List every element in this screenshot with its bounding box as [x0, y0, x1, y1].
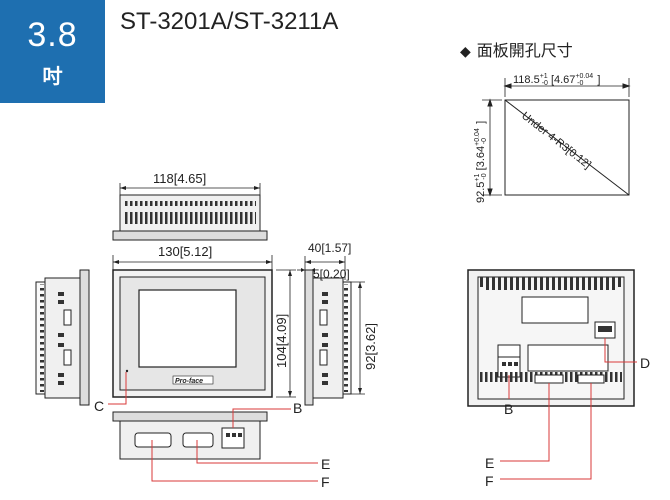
leader-e-rear: [500, 383, 550, 462]
leader-c-front: [108, 372, 127, 405]
leader-f-bottom: [151, 440, 318, 482]
status-led: [125, 369, 129, 373]
callout-b-rear: B: [504, 401, 513, 417]
front-height-label: 104[4.09]: [274, 314, 289, 368]
front-width-label: 130[5.12]: [158, 244, 212, 259]
bottom-bezel: [112, 411, 268, 422]
left-side-body: [44, 277, 81, 399]
rear-label-area: [521, 296, 589, 324]
top-view-bezel: [112, 230, 268, 241]
brand-logo: Pro-face: [175, 378, 203, 385]
top-width-label: 118[4.65]: [153, 171, 206, 186]
callout-f-rear: F: [485, 473, 494, 489]
corner-radius-note: Under 4-R3[0.12]: [519, 110, 593, 171]
right-side-body: [312, 277, 344, 399]
leader-f-rear: [500, 383, 592, 480]
callout-f-bottom: F: [321, 474, 330, 490]
depth-mount-label: 5[0.20]: [313, 267, 350, 281]
cutout-height-label: 92.5+1-0[3.64+0.04-0]: [474, 121, 488, 203]
serial-port-left: [134, 432, 172, 448]
power-terminal: [221, 427, 245, 449]
top-view: [112, 183, 268, 241]
leader-d-rear: [604, 338, 637, 363]
leader-e-bottom: [196, 440, 318, 464]
cutout-heading-text: 面板開孔尺寸: [476, 43, 573, 60]
cutout-rect: [504, 99, 630, 196]
left-side-view: [35, 269, 90, 406]
bottom-view: [112, 411, 268, 460]
size-badge: 3.8 吋: [0, 0, 105, 103]
left-side-bezel: [79, 269, 90, 406]
side-height-label: 92[3.62]: [363, 323, 378, 370]
right-side-bezel: [304, 269, 314, 406]
depth-label: 40[1.57]: [308, 241, 351, 255]
callout-e-rear: E: [485, 455, 494, 471]
badge-unit: 吋: [42, 66, 63, 88]
model-title: ST-3201A/ST-3211A: [120, 8, 339, 35]
badge-size: 3.8: [27, 16, 78, 54]
rear-view: [467, 269, 635, 407]
panel-cutout-drawing: [482, 78, 631, 197]
diamond-icon: ◆: [460, 43, 471, 59]
callout-d-rear: D: [640, 355, 650, 371]
display-area: [138, 289, 237, 368]
callout-leaders: [108, 338, 637, 482]
cutout-width-label: 118.5+1-0[4.67+0.04-0]: [513, 73, 600, 87]
cutout-heading: ◆ 面板開孔尺寸: [460, 37, 573, 61]
callout-c-front: C: [94, 398, 104, 414]
serial-port-right: [182, 432, 214, 448]
callout-b-bottom: B: [293, 400, 302, 416]
right-side-view: [297, 256, 365, 406]
cutout-diagonal: [504, 99, 630, 196]
rear-lower-panel: [527, 344, 609, 372]
callout-e-bottom: E: [321, 456, 330, 472]
leader-b-bottom: [232, 408, 291, 428]
front-view: [112, 255, 296, 398]
